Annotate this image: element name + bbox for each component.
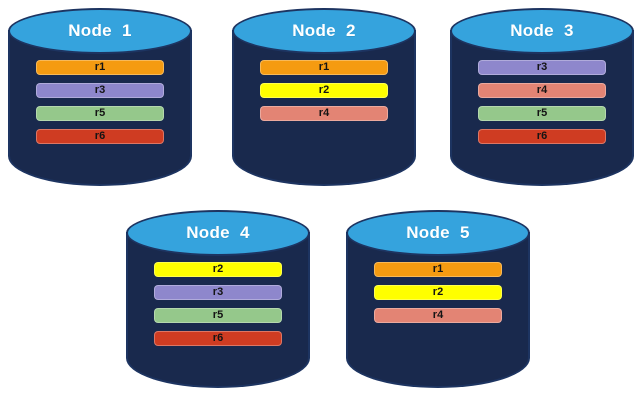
database-node-2[interactable]: Node 2 r1 r2 r4 <box>232 8 416 186</box>
shard-list: r3 r4 r5 r6 <box>450 60 634 144</box>
shard-bar-r6[interactable]: r6 <box>478 129 606 144</box>
shard-bar-r4[interactable]: r4 <box>478 83 606 98</box>
shard-bar-r1[interactable]: r1 <box>374 262 502 277</box>
node-cylinder-top-disc <box>450 8 634 54</box>
node-title: Node 4 <box>186 223 250 242</box>
node-cylinder-top-disc <box>126 210 310 256</box>
shard-list: r1 r2 r4 <box>346 262 530 323</box>
shard-list: r1 r2 r4 <box>232 60 416 121</box>
node-title: Node 3 <box>510 21 574 40</box>
node-cylinder-top-disc <box>232 8 416 54</box>
shard-bar-r4[interactable]: r4 <box>374 308 502 323</box>
shard-bar-r5[interactable]: r5 <box>36 106 164 121</box>
shard-list: r2 r3 r5 r6 <box>126 262 310 346</box>
shard-bar-r1[interactable]: r1 <box>260 60 388 75</box>
shard-bar-r3[interactable]: r3 <box>36 83 164 98</box>
shard-bar-r5[interactable]: r5 <box>478 106 606 121</box>
node-title: Node 5 <box>406 223 470 242</box>
shard-bar-r2[interactable]: r2 <box>374 285 502 300</box>
database-node-1[interactable]: Node 1 r1 r3 r5 r6 <box>8 8 192 186</box>
shard-bar-r3[interactable]: r3 <box>154 285 282 300</box>
shard-bar-r5[interactable]: r5 <box>154 308 282 323</box>
shard-bar-r1[interactable]: r1 <box>36 60 164 75</box>
shard-bar-r6[interactable]: r6 <box>36 129 164 144</box>
shard-bar-r3[interactable]: r3 <box>478 60 606 75</box>
shard-list: r1 r3 r5 r6 <box>8 60 192 144</box>
node-title: Node 2 <box>292 21 356 40</box>
shard-bar-r2[interactable]: r2 <box>154 262 282 277</box>
database-node-3[interactable]: Node 3 r3 r4 r5 r6 <box>450 8 634 186</box>
shard-bar-r2[interactable]: r2 <box>260 83 388 98</box>
shard-bar-r6[interactable]: r6 <box>154 331 282 346</box>
shard-bar-r4[interactable]: r4 <box>260 106 388 121</box>
node-cylinder-top-disc <box>8 8 192 54</box>
database-node-4[interactable]: Node 4 r2 r3 r5 r6 <box>126 210 310 388</box>
node-title: Node 1 <box>68 21 132 40</box>
database-node-5[interactable]: Node 5 r1 r2 r4 <box>346 210 530 388</box>
node-cylinder-top-disc <box>346 210 530 256</box>
